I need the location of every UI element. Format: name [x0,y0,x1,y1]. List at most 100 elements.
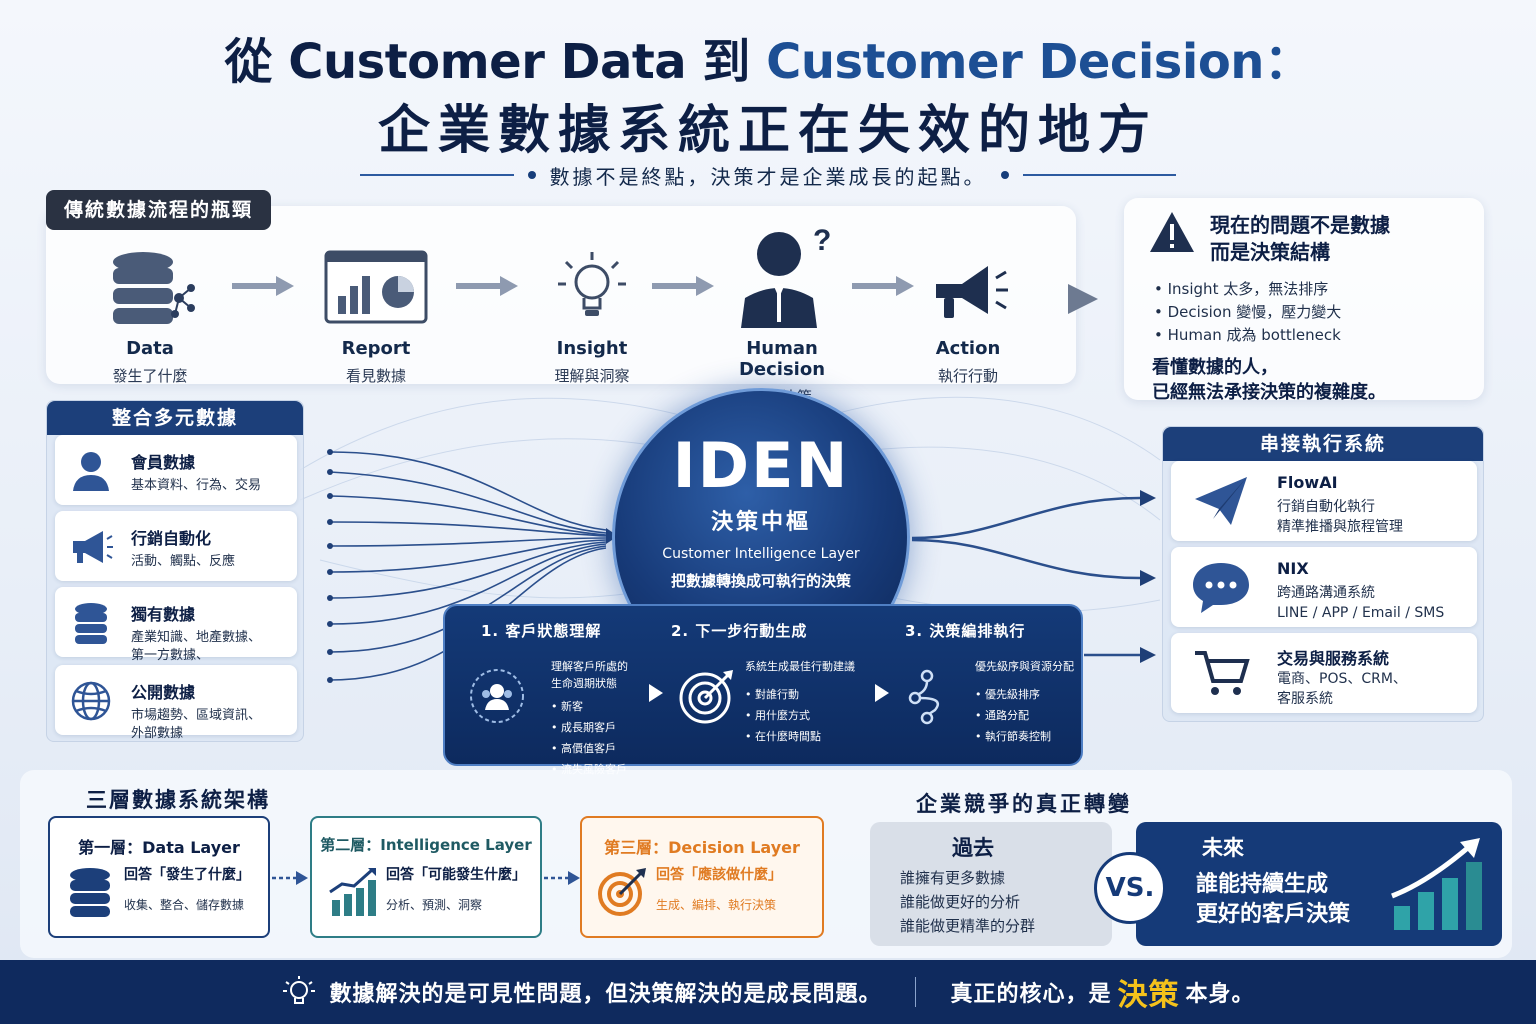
list-item: Human 成為 bottleneck [1154,324,1462,347]
list-item: 優先級排序 [975,684,1051,705]
list-item: 新客 [551,696,627,717]
flow-node-action: Action 執行行動 [898,238,1038,386]
flow-node-human-decision: ? Human Decision 人做決策 [712,218,852,407]
source-desc: 活動、觸點、反應 [131,554,236,569]
step-desc: 優先級序與資源分配 [975,660,1074,673]
section-title: 整合多元數據 [47,401,303,435]
problem-box: 現在的問題不是數據 而是決策結構 Insight 太多，無法排序 Decisio… [1124,198,1484,403]
step-title: 2. 下一步行動生成 [671,622,808,640]
flow-node-data: Data 發生了什麼 [80,238,220,386]
system-desc: 跨通路溝通系統 LINE / APP / Email / SMS [1277,585,1445,621]
title-word: 到 [702,34,750,90]
past-label: 過去 [952,836,994,860]
problem-emphasis: 看懂數據的人， 已經無法承接決策的複雜度。 [1152,357,1386,403]
source-title: 行銷自動化 [131,529,212,548]
layer-card: 第一層：Data Layer 回答「發生了什麼」 收集、整合、儲存數據 [48,816,270,938]
section-title: 三層數據系統架構 [86,788,270,812]
flow-node-sub: 發生了什麼 [112,367,188,385]
list-item: 誰擁有更多數據 [900,869,1006,887]
step-list: 新客 成長期客戶 高價值客戶 流失風險客戶 [551,696,627,780]
system-card: 交易與服務系統 電商、POS、CRM、 客服系統 [1171,633,1477,713]
layer-desc: 分析、預測、洞察 [386,898,483,912]
divider-dot [1000,171,1009,179]
system-desc: 行銷自動化執行 精準推播與旅程管理 [1277,499,1403,535]
title-word: Customer Data [288,34,687,90]
arrow-right-icon [652,276,714,296]
step-title: 1. 客戶狀態理解 [481,622,602,640]
execution-systems-panel: 串接執行系統 FlowAI 行銷自動化執行 精準推播與旅程管理 NIX 跨通路溝… [1162,426,1484,722]
step-card: 3. 決策編排執行 優先級序與資源分配 優先級排序 通路分配 執行節奏控制 [905,620,1105,743]
future-label: 未來 [1202,836,1244,860]
flow-node-label: Human Decision [738,338,826,380]
source-card: 行銷自動化 活動、觸點、反應 [55,511,297,581]
flow-node-sub: 執行行動 [937,367,998,385]
layer-question: 回答「可能發生什麼」 [386,867,526,883]
layer-desc: 收集、整合、儲存數據 [124,898,245,912]
play-arrow-icon [875,684,889,702]
divider [1022,174,1176,176]
list-item: 成長期客戶 [551,717,627,738]
source-desc: 市場趨勢、區域資訊、 外部數據 [131,708,262,741]
source-desc: 基本資料、行為、交易 [131,478,262,493]
section-tag: 傳統數據流程的瓶頸 [46,190,272,230]
flow-node-label: Insight [556,338,628,359]
list-item: 對誰行動 [745,684,821,705]
database-icon [75,603,107,644]
list-item: 執行節奏控制 [975,726,1051,747]
globe-icon [71,681,111,721]
report-icon [306,238,446,328]
subtitle-text: 數據不是終點，決策才是企業成長的起點。 [549,164,987,189]
system-desc: 電商、POS、CRM、 客服系統 [1277,671,1407,707]
list-item: 在什麼時間點 [745,726,821,747]
step-list: 優先級排序 通路分配 執行節奏控制 [975,684,1051,747]
list-item: 高價值客戶 [551,738,627,759]
source-desc: 產業知識、地產數據、 第一方數據、 [131,630,262,663]
arrow-right-icon [232,276,294,296]
target-icon [679,670,733,724]
past-card: 過去 誰擁有更多數據 誰能做更好的分析 誰能做更精準的分群 [870,822,1112,946]
decision-steps-panel: 1. 客戶狀態理解 理解客戶所處的 生命週期狀態 新客 成長期客戶 高價值客戶 … [443,604,1083,776]
growth-chart-icon [329,868,376,916]
subtitle: 數據不是終點，決策才是企業成長的起點。 [360,160,1176,190]
megaphone-icon [73,531,113,563]
step-desc: 系統生成最佳行動建議 [745,660,855,673]
footer-right-text: 真正的核心，是 [950,982,1112,1007]
step-list: 對誰行動 用什麼方式 在什麼時間點 [745,684,821,747]
layer-question: 回答「應該做什麼」 [656,867,782,883]
source-card: 公開數據 市場趨勢、區域資訊、 外部數據 [55,665,297,741]
footer-right-text: 本身。 [1185,982,1255,1007]
hub-role: 決策中樞 [710,510,811,535]
layer-question: 回答「發生了什麼」 [124,867,250,883]
flow-node-label: Data [126,338,174,359]
past-list: 誰擁有更多數據 誰能做更好的分析 誰能做更精準的分群 [900,866,1035,938]
source-card: 會員數據 基本資料、行為、交易 [55,435,297,505]
layer-title: 第二層：Intelligence Layer [320,836,532,854]
list-item: Insight 太多，無法排序 [1154,278,1462,301]
lightbulb-icon [522,238,662,328]
flow-node-label: Report [341,338,411,359]
footer-highlight: 決策 [1117,978,1180,1013]
flow-node-sub: 看見數據 [345,367,406,385]
data-sources-panel: 整合多元數據 會員數據 基本資料、行為、交易 行銷自動化 活動、觸點、反應 獨有… [46,400,304,742]
section-title: 串接執行系統 [1163,427,1483,461]
warning-icon [1150,212,1194,252]
divider [915,977,917,1007]
database-icon [70,868,110,917]
hub-layer: Customer Intelligence Layer [662,546,860,562]
list-item: Decision 變慢，壓力變大 [1154,301,1462,324]
problem-list: Insight 太多，無法排序 Decision 變慢，壓力變大 Human 成… [1154,278,1462,347]
megaphone-icon [898,238,1038,328]
play-arrow-icon [649,684,663,702]
divider [360,174,514,176]
customer-group-icon [470,669,524,723]
step-card: 2. 下一步行動生成 系統生成最佳行動建議 對誰行動 用什麼方式 在什麼時間點 [671,620,871,743]
arrow-right-icon [456,276,518,296]
list-item: 誰能做更精準的分群 [900,917,1036,935]
arrow-right-icon [852,276,914,296]
problem-title: 現在的問題不是數據 而是決策結構 [1210,213,1390,264]
hub-tagline: 把數據轉換成可執行的決策 [670,572,851,590]
list-item: 通路分配 [975,705,1051,726]
divider-dot [527,171,536,179]
step-card: 1. 客戶狀態理解 理解客戶所處的 生命週期狀態 新客 成長期客戶 高價值客戶 … [470,620,681,776]
paper-plane-icon [1195,477,1247,525]
